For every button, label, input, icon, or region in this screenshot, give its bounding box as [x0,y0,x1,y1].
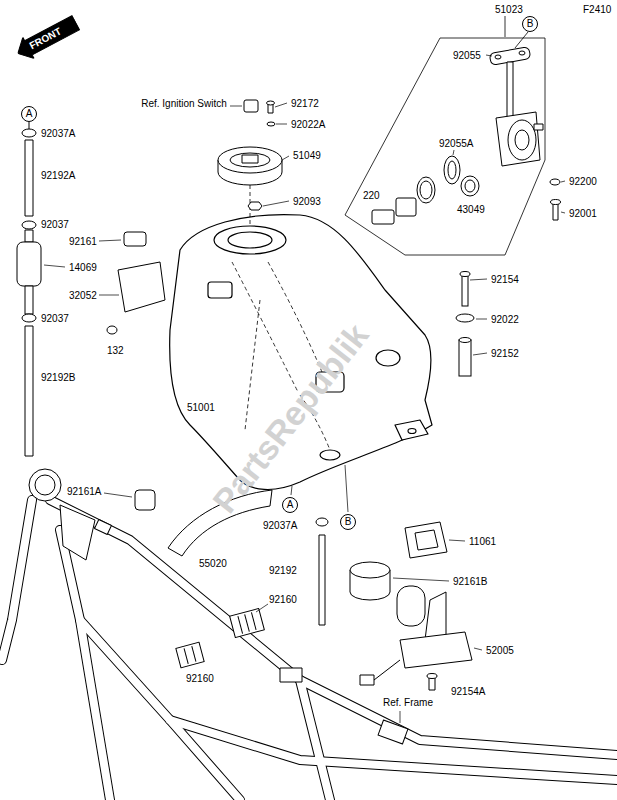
part-number: 92161B [452,576,488,587]
leader-lines [44,55,565,723]
part-number: 92001 [568,208,598,219]
part-number: 92172 [290,98,320,109]
direction-label: FRONT [12,17,71,64]
part-number: 51049 [292,150,322,161]
part-number: 92192B [40,372,76,383]
part-number: 132 [106,345,125,356]
part-number: Ref. Frame [382,697,434,708]
part-number: 92154A [450,686,486,697]
callout-circle: B [340,514,356,530]
part-number: 55020 [198,558,228,569]
part-number: 11061 [468,536,497,547]
part-number: 92192A [40,170,76,181]
part-number: 92055A [438,138,474,149]
part-number: 92055 [452,50,482,61]
part-number: 92161A [66,486,102,497]
frame-tubes [2,500,617,800]
part-number: 92022 [490,314,520,325]
part-number: 92200 [568,176,598,187]
part-number: 51023 [494,4,524,15]
part-number: 92152 [490,348,520,359]
part-number: 51001 [186,402,216,413]
arrow-body [12,12,82,64]
part-number: 43049 [456,204,486,215]
callout-circle: B [522,16,538,32]
part-number: 32052 [68,290,98,301]
reference-note: Ref. Ignition Switch [140,98,228,109]
part-number: 92022A [290,119,326,130]
part-number: 220 [362,190,381,201]
callout-circle: A [282,497,298,513]
callout-letter: B [341,515,355,529]
callout-circle: A [21,106,37,122]
part-number: 52005 [485,645,515,656]
part-number: 92037A [262,520,298,531]
callout-letter: A [22,107,36,121]
callout-letter: B [523,17,537,31]
part-number: 92037A [40,128,76,139]
part-number: 92161 [68,236,98,247]
part-number: 92093 [292,196,322,207]
part-number: 92160 [268,594,298,605]
part-number: 14069 [68,262,98,273]
part-number: 92192 [268,565,298,576]
front-arrow: FRONT [12,12,82,64]
fuel-tank [170,215,432,490]
part-number: 92154 [490,274,520,285]
part-number: F2410 [582,4,612,15]
part-number: 92160 [185,673,215,684]
part-number: 92037 [40,219,70,230]
part-number: 92037 [40,313,70,324]
callout-letter: A [283,498,297,512]
